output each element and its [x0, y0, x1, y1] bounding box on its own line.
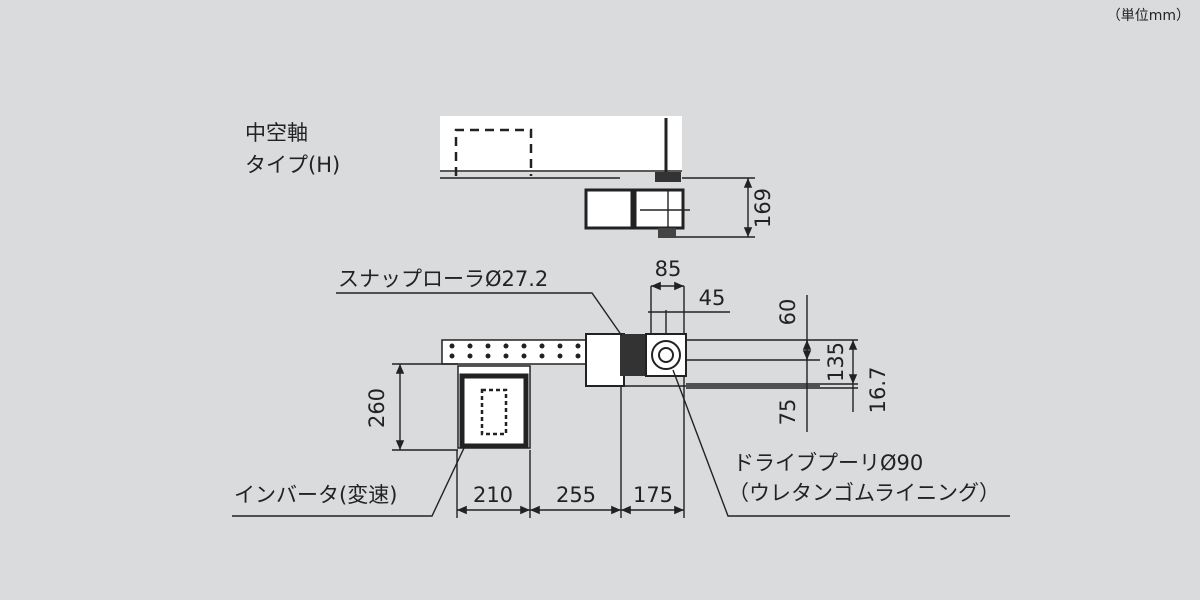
- dim-210: 210: [473, 483, 513, 507]
- dim-255: 255: [556, 483, 596, 507]
- dim-75: 75: [776, 399, 800, 426]
- callout-inverter: インバータ(変速): [234, 483, 397, 507]
- callout-drive-pulley-note: （ウレタンゴムライニング）: [728, 481, 1000, 505]
- type-label-line2: タイプ(H): [245, 153, 340, 177]
- dim-45: 45: [699, 286, 726, 310]
- dim-175: 175: [633, 483, 673, 507]
- unit-note: （単位mm）: [1107, 8, 1190, 24]
- plan-view: 260 210 255 175 85 45 60 135 16.7 75 スナッ…: [232, 257, 1010, 518]
- callout-drive-pulley: ドライブプーリØ90: [733, 451, 923, 475]
- dim-60: 60: [776, 299, 800, 326]
- hollow-shaft-view: 中空軸 タイプ(H) 169: [245, 116, 775, 238]
- type-label-line1: 中空軸: [245, 121, 308, 145]
- inverter: [459, 373, 529, 449]
- conveyor-frame: [440, 116, 682, 172]
- dim-16-7: 16.7: [866, 367, 890, 414]
- dim-85: 85: [655, 257, 682, 281]
- dim-135: 135: [824, 342, 848, 382]
- dim-169: 169: [751, 188, 775, 228]
- callout-snap-roller: スナップローラØ27.2: [338, 267, 548, 291]
- gearbox: [633, 188, 685, 230]
- dim-260: 260: [365, 388, 389, 428]
- motor: [584, 188, 634, 230]
